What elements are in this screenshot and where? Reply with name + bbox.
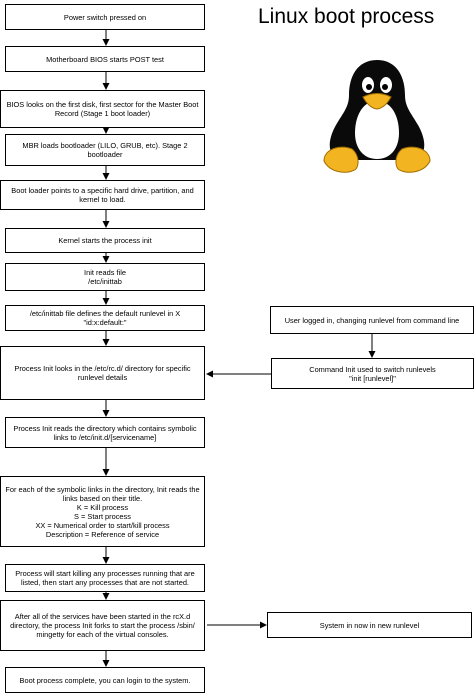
tux-penguin-icon: [323, 60, 431, 173]
side-user-logged-in: User logged in, changing runlevel from c…: [270, 306, 474, 334]
side-command-init: Command Init used to switch runlevels "i…: [271, 358, 474, 389]
step-bootloader-kernel: Boot loader points to a specific hard dr…: [0, 180, 205, 210]
step-mbr-bootloader: MBR loads bootloader (LILO, GRUB, etc). …: [5, 134, 205, 166]
step-rcd-lookup: Process Init looks in the /etc/rc.d/ dir…: [0, 346, 205, 400]
step-bios-post: Motherboard BIOS starts POST test: [5, 46, 205, 72]
step-kill-start: Process will start killing any processes…: [5, 564, 205, 592]
step-symbolic-links: Process Init reads the directory which c…: [5, 417, 205, 448]
step-kernel-init: Kernel starts the process init: [5, 228, 205, 253]
side-new-runlevel: System in now in new runlevel: [267, 612, 472, 638]
step-read-links: For each of the symbolic links in the di…: [0, 476, 205, 547]
step-init-forks: After all of the services have been star…: [0, 600, 205, 651]
step-bios-mbr: BIOS looks on the first disk, first sect…: [0, 90, 205, 128]
step-boot-complete: Boot process complete, you can login to …: [5, 667, 205, 693]
step-init-inittab: Init reads file /etc/inittab: [5, 263, 205, 291]
step-power-on: Power switch pressed on: [5, 4, 205, 30]
page-title: Linux boot process: [258, 5, 435, 28]
step-default-runlevel: /etc/inittab file defines the default ru…: [5, 305, 205, 331]
